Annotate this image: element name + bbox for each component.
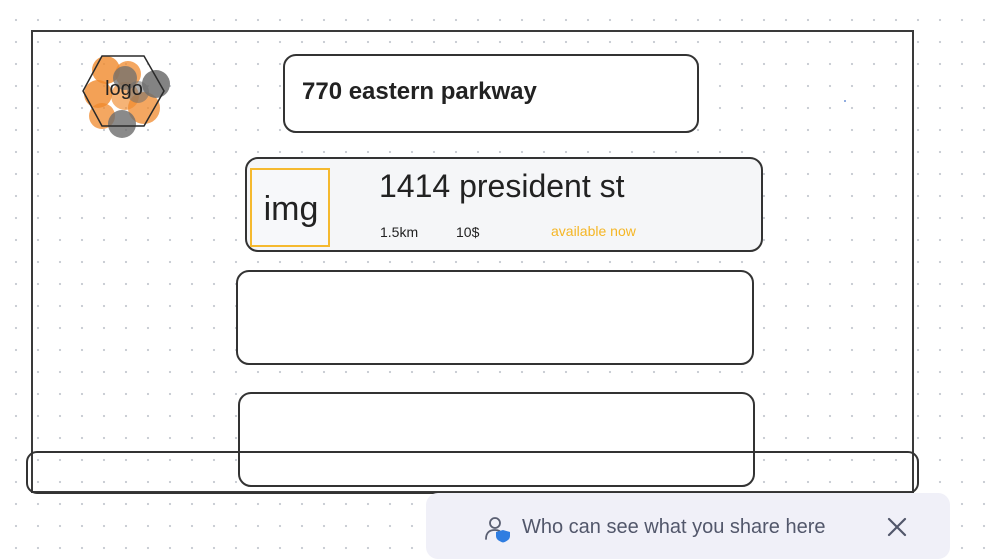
- listing-price: 10$: [456, 224, 480, 240]
- share-notice-text: Who can see what you share here: [522, 516, 826, 538]
- address-search-field[interactable]: 770 eastern parkway: [283, 54, 699, 133]
- bottom-bar: [26, 451, 919, 494]
- user-shield-icon: [485, 517, 510, 543]
- canvas-dot: [844, 100, 846, 102]
- listing-address: 1414 president st: [379, 168, 625, 204]
- listing-card[interactable]: img 1414 president st 1.5km 10$ availabl…: [245, 157, 763, 252]
- logo: logo: [80, 48, 172, 140]
- listing-distance: 1.5km: [380, 224, 419, 240]
- listing-card-empty[interactable]: [238, 392, 755, 487]
- listing-card-empty[interactable]: [236, 270, 754, 365]
- listing-status: available now: [551, 223, 636, 239]
- hexagon-logo-icon: [82, 55, 170, 138]
- listing-image-placeholder: img: [250, 168, 330, 247]
- search-input-value[interactable]: 770 eastern parkway: [302, 78, 537, 105]
- logo-text: logo: [105, 78, 143, 100]
- close-icon[interactable]: [884, 514, 910, 540]
- image-label: img: [263, 190, 319, 228]
- share-notice-banner[interactable]: Who can see what you share here: [426, 493, 950, 559]
